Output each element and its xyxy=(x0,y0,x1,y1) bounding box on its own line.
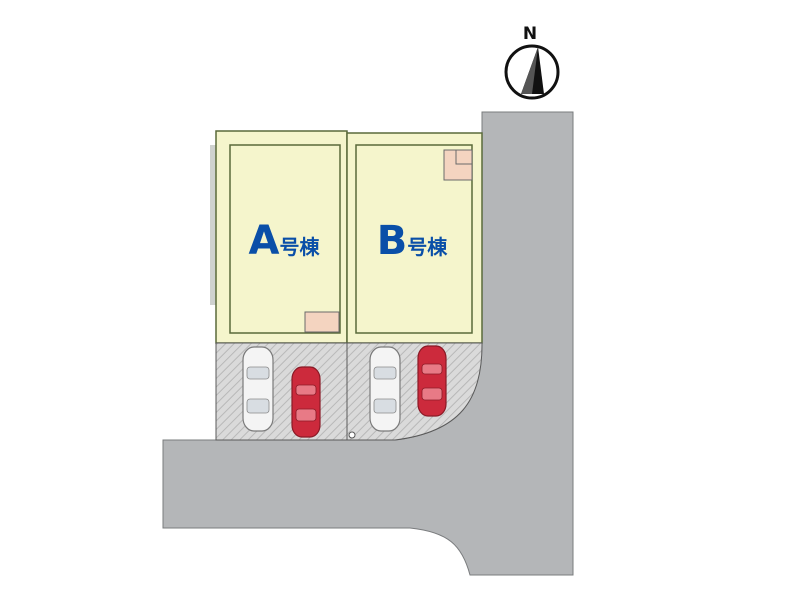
lot-b-wall-inner xyxy=(455,149,473,165)
north-compass: N xyxy=(504,24,560,100)
car-a-red xyxy=(291,366,321,438)
lot-a-label: A号棟 xyxy=(249,218,321,264)
compass-north-label: N xyxy=(523,24,537,44)
lot-a-letter: A xyxy=(249,218,280,264)
lot-b-letter: B xyxy=(377,218,408,264)
north-arrow-highlight xyxy=(521,47,538,94)
lot-b: B号棟 xyxy=(346,132,483,344)
lot-a-porch xyxy=(304,311,340,333)
lot-a-suffix: 号棟 xyxy=(279,235,320,259)
lot-b-building-outline xyxy=(355,144,473,334)
car-b-red xyxy=(417,345,447,417)
lot-a: A号棟 xyxy=(215,130,348,344)
boundary-marker xyxy=(348,431,356,439)
parking-a xyxy=(215,342,348,441)
car-b-white xyxy=(369,346,401,432)
car-a-white xyxy=(242,346,274,432)
neighbour-strip xyxy=(210,145,216,305)
lot-a-building-outline xyxy=(229,144,341,334)
lot-b-label: B号棟 xyxy=(377,218,449,264)
lot-b-suffix: 号棟 xyxy=(407,235,448,259)
